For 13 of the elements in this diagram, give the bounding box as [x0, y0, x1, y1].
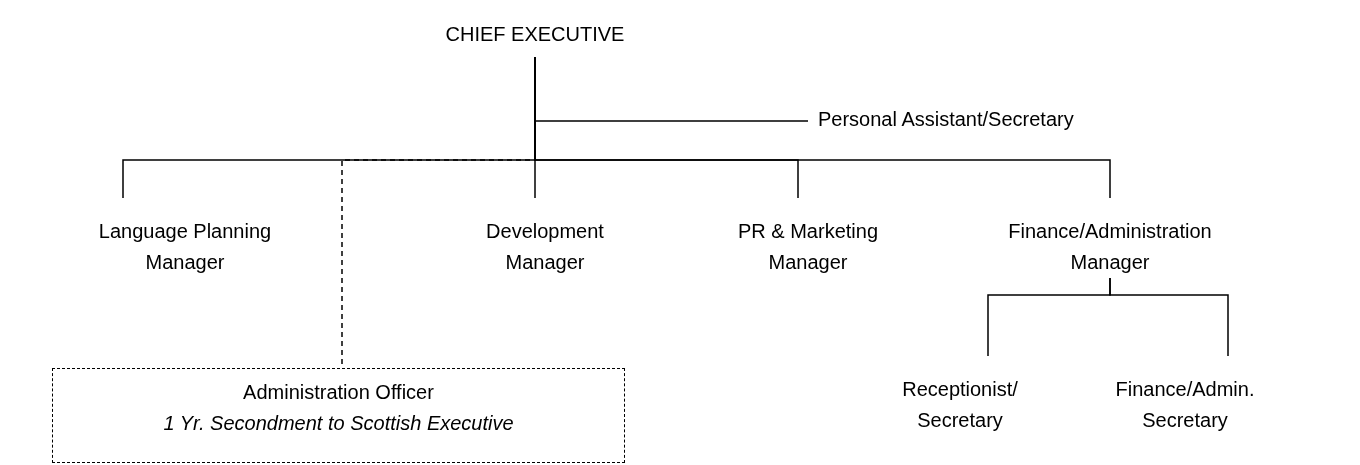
connector-line — [534, 56, 1111, 199]
role-title: PR & Marketing Manager — [736, 219, 880, 275]
connector-line — [1109, 277, 1229, 357]
role-title: Finance/Admin. Secretary — [1114, 377, 1256, 433]
role-note: 1 Yr. Secondment to Scottish Executive — [162, 411, 515, 436]
dashed-box — [52, 368, 625, 463]
role-title: Finance/Administration Manager — [1007, 219, 1213, 275]
role-title: Receptionist/ Secretary — [901, 377, 1019, 433]
role-title: CHIEF EXECUTIVE — [444, 22, 626, 47]
role-title: Personal Assistant/Secretary — [818, 107, 1075, 132]
role-title: Development Manager — [485, 219, 605, 275]
role-title: Administration Officer — [242, 380, 435, 405]
role-title: Language Planning Manager — [97, 219, 273, 275]
